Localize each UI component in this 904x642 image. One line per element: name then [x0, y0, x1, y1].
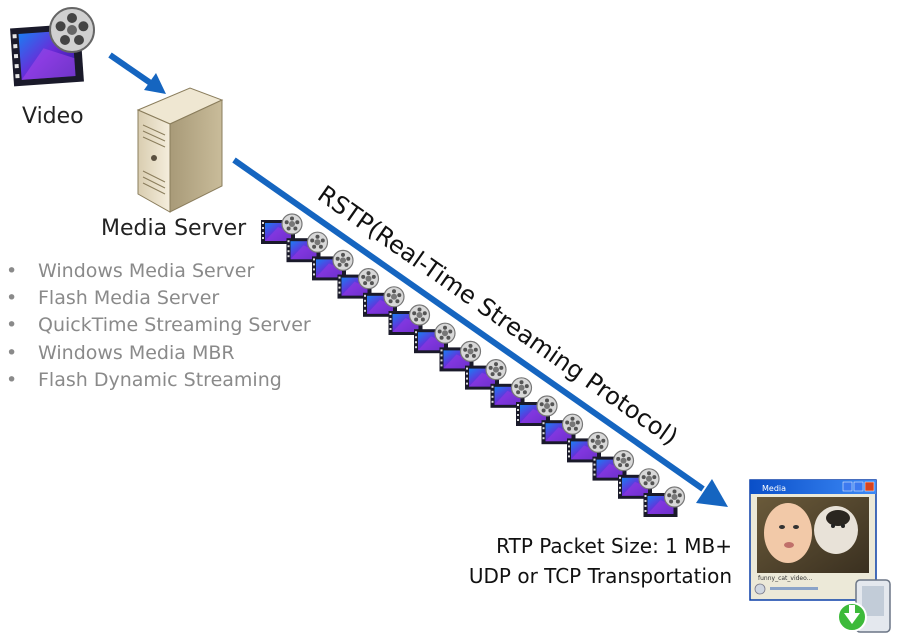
packet-stream: [260, 213, 686, 518]
list-item: •Windows Media MBR: [6, 341, 235, 364]
video-icon: [10, 7, 95, 87]
maximize-button[interactable]: [853, 481, 864, 492]
arrow-video-to-server: [108, 52, 166, 94]
play-pause-button[interactable]: [754, 583, 766, 595]
media-player-window: Media funny_cat_video...: [749, 479, 877, 601]
arrow-server-to-client: [232, 157, 728, 507]
list-item-label: Windows Media Server: [38, 260, 255, 282]
server-icon: [136, 87, 224, 213]
player-filename: funny_cat_video...: [758, 575, 812, 582]
video-label: Video: [22, 104, 84, 129]
server-list: •Windows Media Server •Flash Media Serve…: [6, 258, 311, 394]
minimize-button[interactable]: [842, 481, 853, 492]
list-item-label: Flash Dynamic Streaming: [38, 368, 282, 391]
rtp-packet-size: RTP Packet Size: 1 MB+: [496, 534, 732, 558]
close-button[interactable]: [864, 481, 875, 492]
list-item: •Windows Media Server: [6, 260, 255, 282]
rtp-transport: UDP or TCP Transportation: [468, 564, 732, 588]
list-item-label: QuickTime Streaming Server: [38, 314, 311, 337]
media-server-label: Media Server: [101, 216, 247, 241]
list-item-label: Flash Media Server: [38, 287, 220, 310]
list-item-label: Windows Media MBR: [38, 341, 235, 364]
list-item: •Flash Media Server: [6, 287, 220, 310]
rtp-info: RTP Packet Size: 1 MB+ UDP or TCP Transp…: [469, 531, 732, 591]
download-icon: [837, 579, 891, 633]
player-title: Media: [762, 484, 786, 493]
list-item: •Flash Dynamic Streaming: [6, 368, 282, 391]
seek-bar[interactable]: [770, 587, 818, 590]
list-item: •QuickTime Streaming Server: [6, 314, 311, 337]
